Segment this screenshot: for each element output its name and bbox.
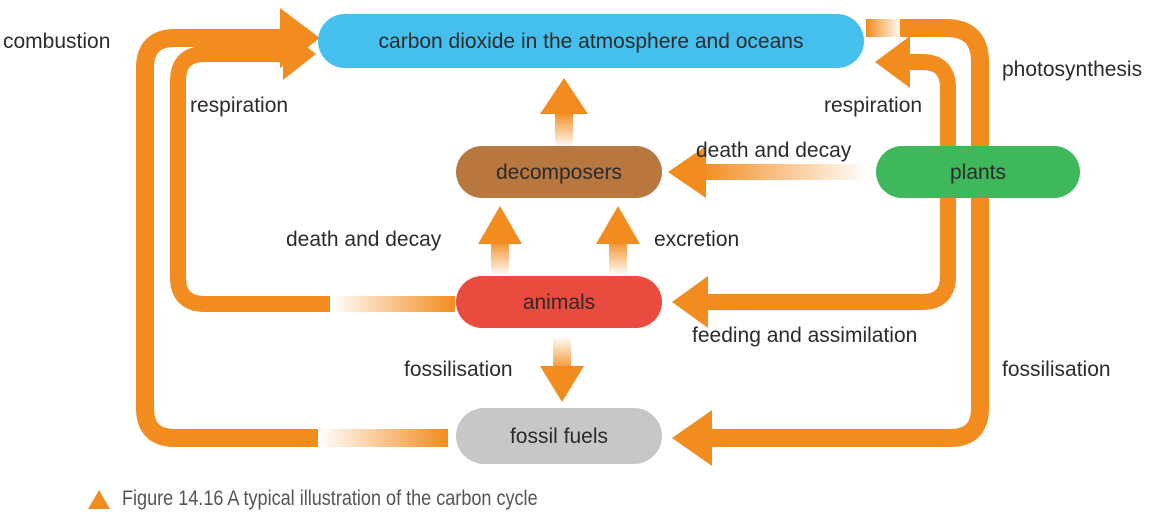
label-fossilisation-plants: fossilisation (1002, 358, 1111, 381)
arrow-feeding-and-assimilation (672, 196, 956, 328)
node-decomposers-label: decomposers (496, 161, 622, 184)
node-plants-box (876, 146, 1080, 198)
label-combustion: combustion (3, 30, 110, 53)
label-death-and-decay-plants: death and decay (696, 139, 852, 162)
label-fossilisation-animals: fossilisation (404, 358, 513, 381)
triangle-icon (88, 489, 110, 509)
label-feeding-and-assimilation: feeding and assimilation (692, 324, 917, 347)
label-photosynthesis: photosynthesis (1002, 58, 1142, 81)
node-decomposers: decomposers (456, 146, 662, 198)
node-animals: animals (456, 276, 662, 328)
node-plants-label: plants (950, 161, 1006, 184)
node-atmosphere-label: carbon dioxide in the atmosphere and oce… (379, 30, 804, 53)
node-fossil-fuels-box (456, 408, 662, 464)
node-atmosphere: carbon dioxide in the atmosphere and oce… (318, 14, 864, 68)
label-excretion: excretion (654, 228, 739, 251)
arrow-excretion (596, 206, 640, 276)
node-animals-box (456, 276, 662, 328)
arrow-fossilisation-plants (672, 195, 989, 466)
arrow-death-and-decay-animals (478, 206, 522, 276)
label-respiration-right: respiration (824, 94, 922, 117)
arrow-respiration-plants (875, 36, 956, 150)
node-plants: plants (876, 146, 1080, 198)
label-respiration-left: respiration (190, 94, 288, 117)
arrow-fossilisation-animals (540, 336, 584, 402)
node-animals-label: animals (523, 291, 595, 314)
node-fossil-fuels-label: fossil fuels (510, 425, 608, 448)
label-death-and-decay-animals: death and decay (286, 228, 442, 251)
node-atmosphere-box (318, 14, 864, 68)
arrow-decomposers-respiration (540, 78, 588, 148)
caption-text: Figure 14.16 A typical illustration of t… (122, 487, 538, 510)
arrow-photosynthesis (866, 19, 989, 155)
node-fossil-fuels: fossil fuels (456, 408, 662, 464)
figure-caption: Figure 14.16 A typical illustration of t… (88, 484, 605, 514)
arrow-death-and-decay-plants (668, 146, 868, 198)
node-decomposers-box (456, 146, 662, 198)
arrow-respiration-animals (170, 28, 455, 312)
